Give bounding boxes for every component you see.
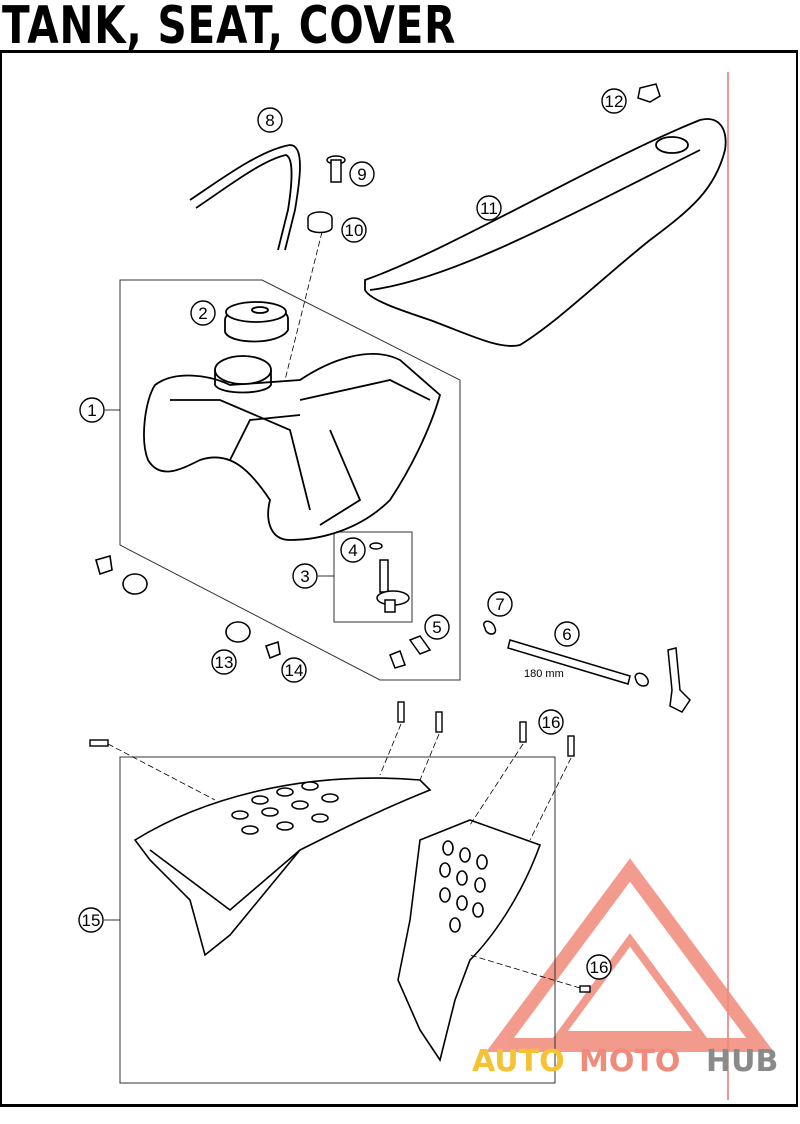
callout-number: 8 (265, 111, 274, 130)
callout-number: 7 (495, 595, 504, 614)
callout-14: 14 (281, 657, 307, 683)
callout-8: 8 (257, 107, 283, 133)
fuel-tap (369, 542, 410, 613)
fuel-hose (507, 639, 631, 685)
callout-16b: 16 (586, 954, 612, 980)
callout-4: 4 (340, 537, 366, 563)
grommet (307, 211, 333, 234)
callout-number: 9 (357, 165, 366, 184)
hose-clamp (483, 620, 497, 635)
callout-circle (211, 649, 237, 675)
callout-circle (292, 563, 318, 589)
fuel-tank (143, 353, 442, 541)
callout-leaders (104, 409, 334, 921)
callout-circle (190, 300, 216, 326)
callout-15: 15 (78, 907, 104, 933)
callout-circle (340, 537, 366, 563)
seat-clip (637, 83, 661, 103)
screws-5 (389, 635, 432, 669)
watermark-part-1: AUTO (472, 1044, 565, 1079)
watermark-text: AUTO MOTO HUB (472, 1044, 778, 1079)
callout-circle (424, 614, 450, 640)
callout-1: 1 (79, 397, 105, 423)
right-cover (397, 819, 542, 1062)
watermark-part-3: HUB (706, 1044, 778, 1079)
callout-number: 5 (432, 618, 441, 637)
watermark-part-2: MOTO (579, 1044, 680, 1079)
callout-circle (349, 161, 375, 187)
callout-3: 3 (292, 563, 318, 589)
callout-number: 1 (87, 401, 96, 420)
tank-group-outline (119, 279, 461, 681)
leader-9-10 (284, 231, 323, 381)
cover-screws (89, 701, 591, 993)
callout-number: 16 (590, 958, 609, 977)
callout-circle (487, 591, 513, 617)
callout-circle (79, 397, 105, 423)
callout-13: 13 (211, 649, 237, 675)
callout-10: 10 (341, 217, 367, 243)
callout-number: 6 (562, 625, 571, 644)
callout-circle (257, 107, 283, 133)
callout-number: 15 (82, 911, 101, 930)
callout-number: 12 (605, 92, 624, 111)
callout-number: 3 (300, 567, 309, 586)
diagram-frame (0, 50, 798, 1107)
callout-circle (538, 709, 564, 735)
seat (364, 118, 727, 347)
breather-valve (326, 155, 346, 183)
callout-6: 6 (554, 621, 580, 647)
fuel-cap (224, 301, 289, 343)
callout-2: 2 (190, 300, 216, 326)
callout-circle (586, 954, 612, 980)
callout-5: 5 (424, 614, 450, 640)
callout-circle (601, 88, 627, 114)
hose-length-label: 180 mm (524, 668, 564, 680)
callout-number: 2 (198, 304, 207, 323)
fuel-tap-outlet (634, 647, 691, 713)
callout-11: 11 (476, 195, 502, 221)
cover-screw-leaders (107, 723, 581, 989)
callout-circle (476, 195, 502, 221)
callout-circle (554, 621, 580, 647)
breather-hose (189, 144, 301, 251)
watermark-logo (486, 858, 774, 1052)
callout-number: 4 (348, 541, 357, 560)
callout-circle (341, 217, 367, 243)
callout-circle (281, 657, 307, 683)
callout-9: 9 (349, 161, 375, 187)
callout-16a: 16 (538, 709, 564, 735)
rubber-mount (95, 554, 281, 660)
callout-7: 7 (487, 591, 513, 617)
page-title: TANK, SEAT, COVER (2, 0, 457, 56)
callout-number: 11 (480, 199, 498, 218)
callout-number: 16 (542, 713, 561, 732)
callout-number: 14 (285, 661, 304, 680)
callout-number: 10 (345, 221, 364, 240)
callout-number: 13 (215, 653, 234, 672)
callout-circle (78, 907, 104, 933)
left-cover (133, 777, 432, 957)
callout-12: 12 (601, 88, 627, 114)
fuel-tap-group-outline (333, 531, 413, 623)
